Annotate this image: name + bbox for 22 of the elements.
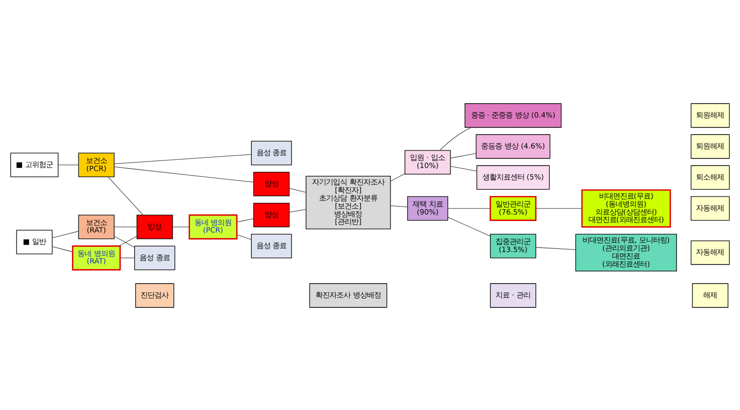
connector	[118, 236, 138, 246]
connector	[289, 187, 306, 192]
connector	[58, 164, 79, 165]
connector	[289, 208, 306, 212]
connector	[236, 234, 252, 240]
connector	[108, 176, 144, 215]
connector	[114, 236, 135, 248]
connector	[536, 246, 576, 250]
connector	[450, 166, 477, 171]
connector	[52, 246, 73, 252]
connector	[390, 172, 406, 181]
connector	[120, 257, 135, 258]
connector	[390, 204, 408, 207]
connector	[236, 218, 254, 222]
connector	[114, 154, 252, 164]
connector	[114, 166, 254, 182]
connector	[448, 216, 490, 236]
connector	[172, 226, 190, 227]
connector	[450, 152, 476, 158]
connector	[114, 226, 138, 227]
connector	[52, 230, 79, 238]
connector	[439, 126, 472, 150]
